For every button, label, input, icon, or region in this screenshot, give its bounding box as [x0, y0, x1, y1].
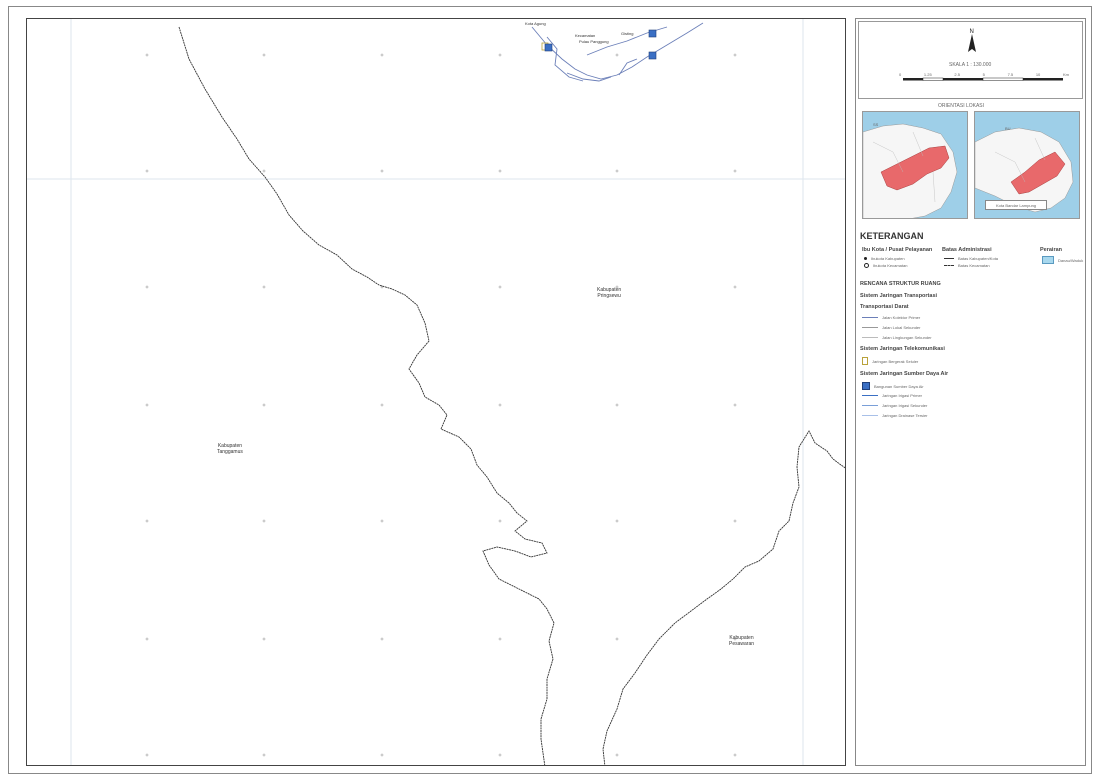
legend-col1-title: Ibu Kota / Pusat Pelayanan [862, 247, 933, 253]
inset-map-1: SS [862, 111, 968, 219]
legend-water-title: Sistem Jaringan Sumber Daya Air [860, 371, 949, 377]
map-canvas [27, 19, 845, 765]
legend-plan-title: RENCANA STRUKTUR RUANG [860, 281, 941, 287]
legend-col3-title: Perairan [1040, 247, 1063, 253]
water-structure-marker-2 [648, 29, 657, 38]
legend-item-danau: Danau/Waduk [1042, 256, 1083, 264]
tower-icon [862, 357, 868, 365]
inset-caption: Kota Bandar Lampung [995, 202, 1037, 208]
inset-title: ORIENTASI LOKASI [938, 103, 985, 109]
svg-text:N: N [970, 29, 974, 35]
label-top-3: Pulau Panggung [579, 39, 609, 44]
legend-water-1: Bangunan Sumber Daya Air [862, 382, 924, 390]
scale-ticks: 0 1.25 2.5 5 7.5 10 Km [899, 72, 1069, 77]
water-structure-marker-1 [544, 43, 553, 52]
legend-telecom-1: Jaringan Bergerak Seluler [862, 357, 918, 365]
label-top-4: Gisting [621, 31, 634, 36]
legend-road-3: Jalan Lingkungan Sekunder [862, 335, 932, 340]
water-structure-marker-3 [648, 51, 657, 60]
legend-telecom-title: Sistem Jaringan Telekomunikasi [860, 346, 945, 352]
legend-transport-title: Sistem Jaringan Transportasi [860, 293, 938, 299]
legend-item-kabupaten: Ibukota Kabupaten [864, 256, 905, 261]
side-panel: N SKALA 1 : 130.000 0 1.25 2.5 5 7.5 10 … [855, 18, 1086, 766]
legend-road-2: Jalan Lokal Sekunder [862, 325, 920, 330]
legend-item-batas-kab: Batas Kabupaten/Kota [944, 256, 998, 261]
circle-icon [864, 263, 869, 268]
boundary-east [602, 430, 845, 765]
legend-title: KETERANGAN [860, 231, 924, 241]
inset-map-2: BU Kota Bandar Lampung [974, 111, 1080, 219]
legend-item-kecamatan: Ibukota Kecamatan [864, 263, 907, 268]
legend-water-3: Jaringan Irigasi Sekunder [862, 403, 927, 408]
label-top-1: Kota Agung [525, 21, 546, 26]
legend-water-2: Jaringan Irigasi Primer [862, 393, 922, 398]
legend-water-4: Jaringan Drainase Tersier [862, 413, 928, 418]
scale-box: N SKALA 1 : 130.000 0 1.25 2.5 5 7.5 10 … [858, 21, 1083, 99]
legend-road-1: Jalan Kolektor Primer [862, 315, 920, 320]
north-arrow-icon: N [903, 29, 1063, 81]
scale-label: SKALA 1 : 130.000 [949, 62, 992, 68]
road-network [531, 22, 704, 82]
legend-col2-title: Batas Administrasi [942, 247, 992, 253]
map-sheet [8, 6, 1092, 774]
legend-road-title: Transportasi Darat [860, 304, 909, 310]
label-top-2: Kecamatan [575, 33, 596, 38]
grid-marks [145, 53, 737, 757]
dot-icon [864, 257, 867, 260]
water-structure-icon [862, 382, 870, 390]
legend-item-batas-kec: Batas Kecamatan [944, 263, 990, 268]
boundary-west [178, 26, 555, 765]
